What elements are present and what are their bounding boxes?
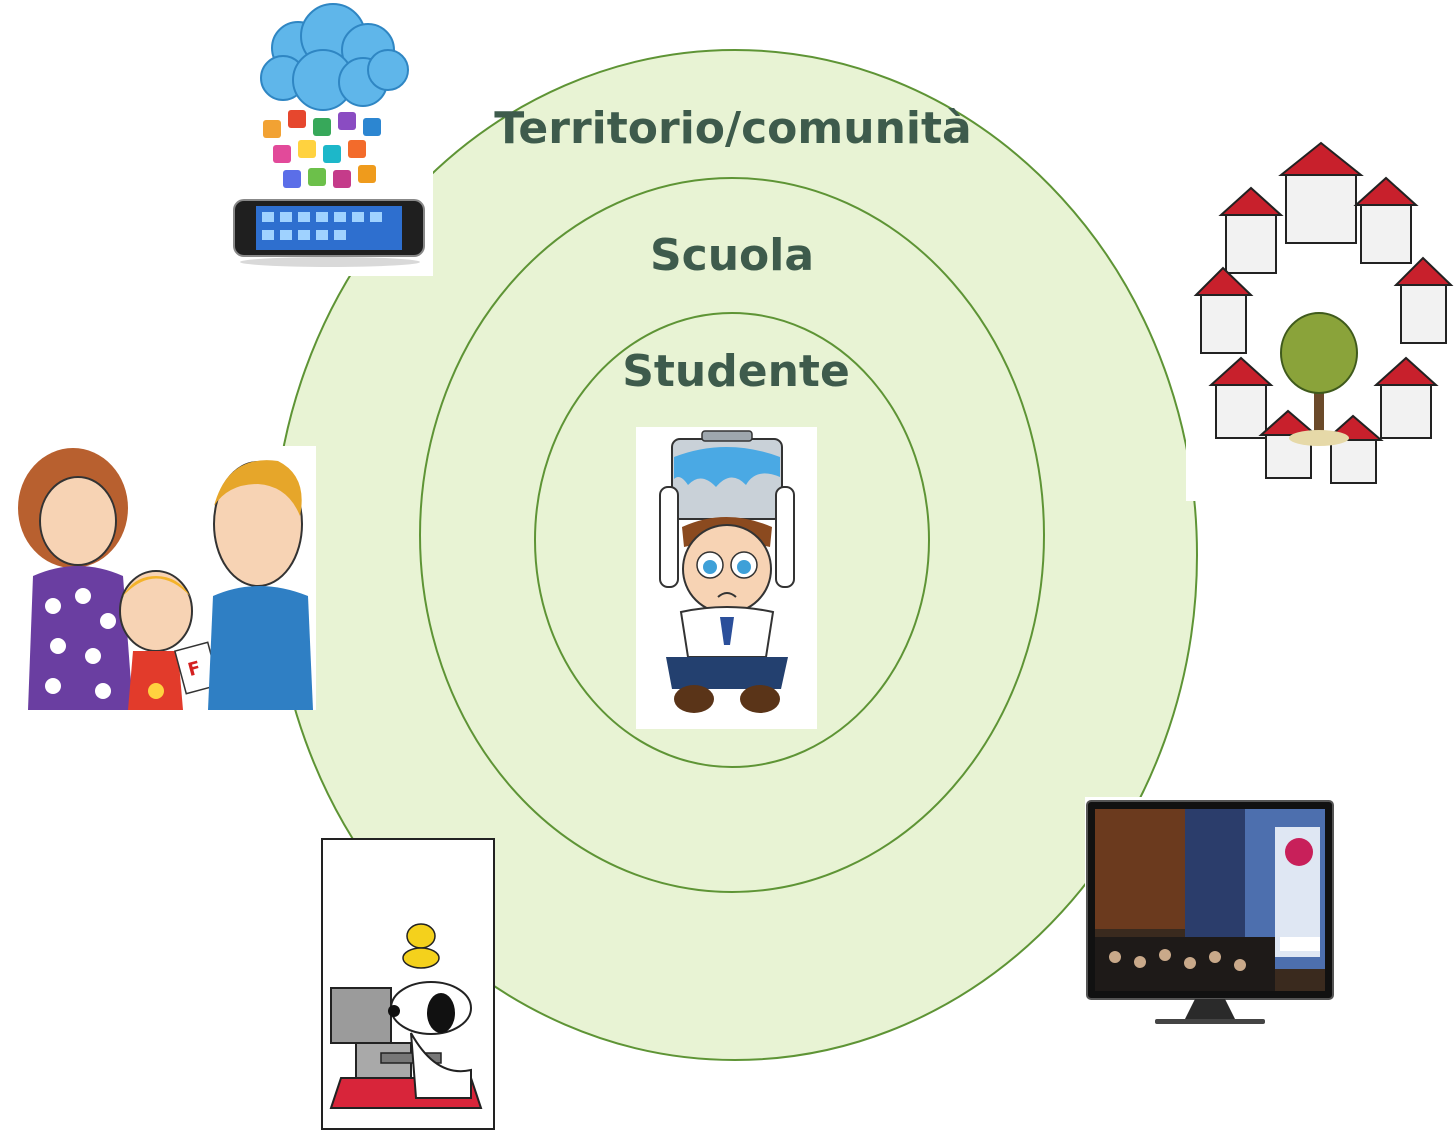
parents-child-illustration: F xyxy=(8,446,316,710)
svg-text:F: F xyxy=(186,657,203,680)
student-with-pot-illustration xyxy=(636,427,817,729)
parents-child-icon: F xyxy=(18,448,313,710)
ring-label-inner: Studente xyxy=(622,346,850,397)
ring-label-middle: Scuola xyxy=(650,230,814,281)
student-with-pot-icon xyxy=(659,430,795,713)
village-houses-illustration xyxy=(1186,133,1454,501)
village-houses-icon xyxy=(1193,141,1454,484)
cloud-apps-smartphone-illustration xyxy=(228,0,433,276)
tv-screen-icon xyxy=(1086,800,1334,1024)
ring-label-outer: Territorio/comunità xyxy=(494,103,971,154)
cloud-apps-smartphone-icon xyxy=(233,3,425,267)
snoopy-computer-illustration xyxy=(321,838,495,1136)
snoopy-computer-icon xyxy=(321,838,495,1130)
tv-screen-illustration xyxy=(1085,797,1335,1029)
